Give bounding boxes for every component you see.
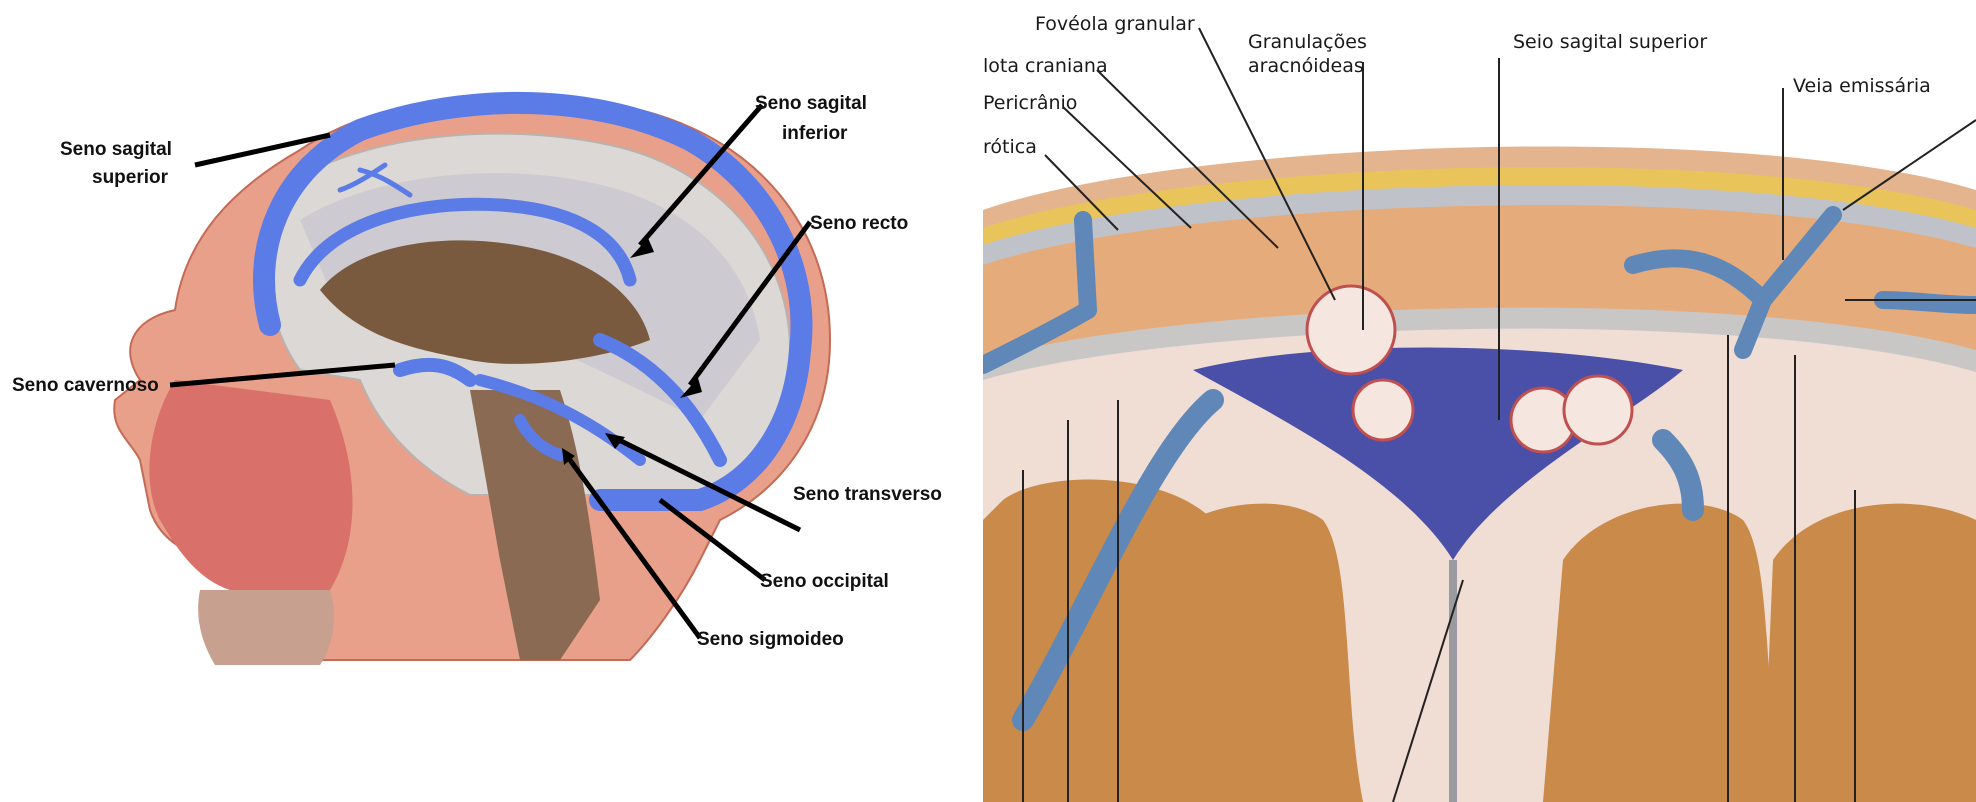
- label-seno-occipital: Seno occipital: [760, 571, 889, 592]
- arachnoid-granulations: [1305, 284, 1634, 454]
- label-veia-emissaria: Veia emissária: [1793, 75, 1931, 97]
- label-seno-cavernoso: Seno cavernoso: [12, 375, 159, 396]
- coronal-meninges-diagram: Fovéola granular Granulações aracnóideas…: [983, 0, 1976, 802]
- cortex-right: [1763, 503, 1976, 802]
- sagittal-head-diagram: Seno sagital superior Seno sagital infer…: [0, 0, 980, 802]
- label-seno-recto: Seno recto: [810, 213, 908, 234]
- pointer-lines: [1022, 27, 1976, 802]
- label-calota-craniana: lota craniana: [983, 55, 1108, 77]
- label-seno-sagital-inferior-2: inferior: [782, 123, 848, 144]
- pointer-lines: [169, 103, 813, 640]
- label-seno-sagital-inferior-1: Seno sagital: [755, 93, 867, 114]
- label-granulacoes-1: Granulações: [1248, 31, 1367, 53]
- label-seio-sagital-superior: Seio sagital superior: [1513, 31, 1707, 53]
- label-foveola-granular: Fovéola granular: [1035, 13, 1195, 35]
- inferior-sagittal-sinus-shape: [293, 197, 637, 287]
- superior-sagittal-sinus-shape: [253, 91, 813, 511]
- emissary-veins: [983, 206, 1976, 374]
- transverse-sinus-shape: [474, 374, 646, 466]
- nasal-region: [149, 380, 353, 590]
- oral-region: [198, 590, 335, 665]
- label-granulacoes-2: aracnóideas: [1248, 55, 1364, 77]
- cortex-center-right: [1543, 503, 1783, 802]
- label-seno-sigmoideo: Seno sigmoideo: [697, 629, 844, 650]
- label-pericranio: Pericrânio: [983, 92, 1077, 114]
- label-seno-sagital-superior-2: superior: [92, 167, 169, 188]
- label-seno-sagital-superior-1: Seno sagital: [60, 139, 172, 160]
- sinus-branches: [337, 162, 413, 198]
- sigmoid-sinus-shape: [514, 414, 566, 461]
- pointer-arrowheads: [562, 238, 702, 465]
- label-seno-transverso: Seno transverso: [793, 484, 942, 505]
- label-aponeurotica: rótica: [983, 136, 1037, 158]
- straight-sinus-shape: [593, 333, 727, 467]
- cortical-veins: [1012, 389, 1704, 731]
- brain-cut-surface: [320, 240, 650, 364]
- cortex-center-left: [1133, 503, 1363, 802]
- cavernous-sinus-shape: [393, 357, 477, 387]
